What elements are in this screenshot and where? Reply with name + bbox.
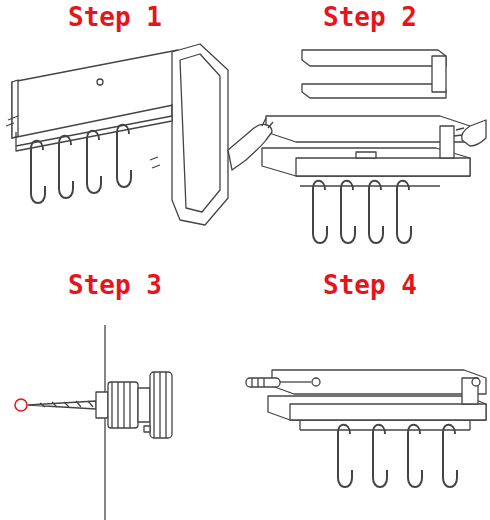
- s-hook: [59, 136, 73, 198]
- s-hook: [408, 425, 422, 487]
- drill-point-mark: [15, 399, 27, 411]
- screwdriver: [246, 378, 311, 387]
- hanging-rod: [16, 104, 172, 151]
- hand: [454, 120, 486, 146]
- wall: [104, 325, 105, 520]
- s-hook: [313, 181, 327, 243]
- screw: [312, 378, 480, 386]
- hand: [228, 118, 273, 170]
- s-hook: [443, 425, 457, 487]
- s-hook: [87, 131, 101, 193]
- mounted-shelf: [268, 370, 486, 430]
- s-hook: [338, 425, 352, 487]
- step-label: Step 2: [323, 2, 417, 32]
- upper-shelf: [302, 50, 446, 98]
- s-hook: [341, 181, 355, 243]
- s-hook: [373, 425, 387, 487]
- step-label: Step 3: [68, 270, 162, 300]
- step-label: Step 4: [323, 270, 417, 300]
- s-hook: [397, 181, 411, 243]
- s-hook: [117, 125, 131, 187]
- shelf-side-panel: [150, 44, 228, 225]
- s-hook: [369, 181, 383, 243]
- step-label: Step 1: [68, 2, 162, 32]
- lower-shelf: [262, 116, 470, 186]
- s-hook: [31, 141, 45, 203]
- drill: [28, 372, 172, 438]
